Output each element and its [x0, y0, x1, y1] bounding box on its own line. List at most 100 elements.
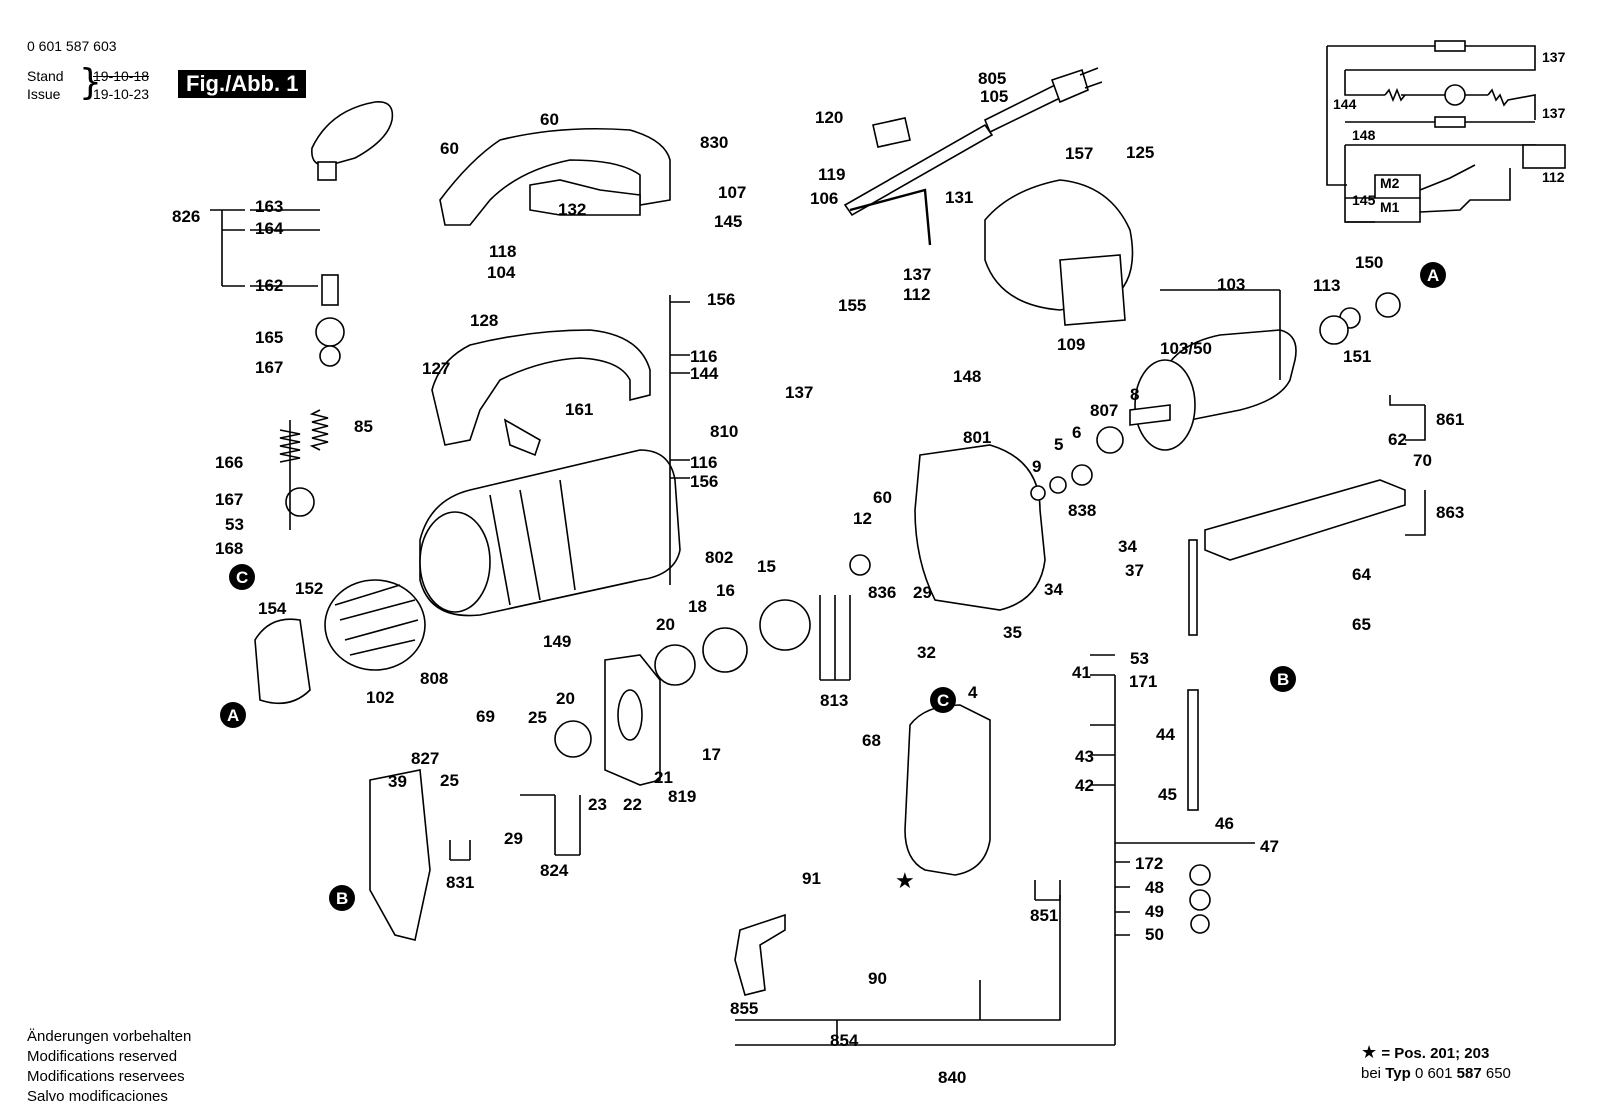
- rods: [321, 274, 1199, 811]
- issue-date: 19-10-23: [93, 86, 150, 102]
- callout-b-right: B: [1270, 666, 1296, 692]
- part-label: 44: [1156, 725, 1175, 744]
- upper-handle: [439, 127, 671, 226]
- part-label: 46: [1215, 814, 1234, 833]
- part-label: 120: [815, 108, 843, 127]
- callout-c-center: C: [930, 687, 956, 713]
- star-icon: ★: [895, 869, 915, 894]
- part-label: 4: [968, 683, 978, 702]
- part-label: 47: [1260, 837, 1279, 856]
- part-label: 168: [215, 539, 243, 558]
- part-label: 34: [1044, 580, 1063, 599]
- part-label: 16: [716, 581, 735, 600]
- type-prefix: bei: [1361, 1065, 1382, 1082]
- part-label: 807: [1090, 401, 1118, 420]
- part-label: 64: [1352, 565, 1371, 584]
- part-label: 831: [446, 873, 474, 892]
- part-label: 156: [690, 472, 718, 491]
- part-label: 34: [1118, 537, 1137, 556]
- part-label: 854: [830, 1031, 859, 1050]
- callout-a-left: A: [220, 702, 246, 728]
- document-number: 0 601 587 603: [27, 38, 117, 54]
- part-label: 156: [707, 290, 735, 309]
- part-label: 137: [785, 383, 813, 402]
- part-label: 155: [838, 296, 866, 315]
- part-label: 53: [225, 515, 244, 534]
- part-label: 48: [1145, 878, 1164, 897]
- wiring-label: 137: [1542, 49, 1566, 65]
- callout-a-top: A: [1420, 262, 1446, 288]
- part-label: 23: [588, 795, 607, 814]
- callout-c-left: C: [229, 564, 255, 590]
- wiring-labels: 137 144 137 148 145 112 M2 M1: [1333, 49, 1566, 215]
- part-label: 150: [1355, 253, 1383, 272]
- gear-housing: [914, 444, 1046, 611]
- part-label: 826: [172, 207, 200, 226]
- note-en: Modifications reserved: [27, 1048, 178, 1065]
- wiring-schematic: [1326, 40, 1566, 223]
- part-label: 149: [543, 632, 571, 651]
- part-label: 167: [255, 358, 283, 377]
- svg-text:B: B: [1277, 670, 1289, 689]
- svg-text:A: A: [1427, 266, 1439, 285]
- part-label: 21: [654, 768, 673, 787]
- part-label: 107: [718, 183, 746, 202]
- svg-text:C: C: [236, 568, 248, 587]
- part-label: 164: [255, 219, 284, 238]
- part-label: 109: [1057, 335, 1085, 354]
- part-label: 105: [980, 87, 1008, 106]
- star-legend: ★ = Pos. 201; 203 bei Typ 0 601 587 650: [1361, 1043, 1511, 1084]
- type-number-c: 650: [1485, 1065, 1511, 1082]
- part-label: 824: [540, 861, 569, 880]
- part-label: 855: [730, 999, 758, 1018]
- part-label: 152: [295, 579, 323, 598]
- handle-cap: [311, 101, 394, 181]
- part-label: 125: [1126, 143, 1154, 162]
- type-number-a: 0 601: [1414, 1065, 1453, 1082]
- wiring-m1-label: M1: [1380, 199, 1400, 215]
- part-label: 91: [802, 869, 821, 888]
- part-label: 106: [810, 189, 838, 208]
- leader-lines: [210, 209, 1426, 1046]
- part-label: 802: [705, 548, 733, 567]
- part-label: 17: [702, 745, 721, 764]
- part-label: 830: [700, 133, 728, 152]
- note-es: Salvo modificaciones: [27, 1088, 168, 1105]
- part-label: 118: [489, 242, 516, 261]
- part-label: 861: [1436, 410, 1464, 429]
- part-label: 29: [504, 829, 523, 848]
- main-motor-housing: [419, 449, 681, 617]
- note-de: Änderungen vorbehalten: [27, 1028, 192, 1045]
- part-label: 119: [818, 165, 845, 184]
- part-label: 70: [1413, 451, 1432, 470]
- part-label: 819: [668, 787, 696, 806]
- part-label: 12: [853, 509, 872, 528]
- power-cord: [843, 67, 1103, 217]
- part-label: 172: [1135, 854, 1163, 873]
- part-label: 132: [558, 200, 586, 219]
- part-label: 838: [1068, 501, 1096, 520]
- part-label: 90: [868, 969, 887, 988]
- part-label: 167: [215, 490, 243, 509]
- part-label: 85: [354, 417, 373, 436]
- wiring-label: 145: [1352, 192, 1376, 208]
- wiring-label: 112: [1542, 169, 1565, 185]
- part-label: 801: [963, 428, 991, 447]
- cord-sleeve: [849, 188, 932, 246]
- part-label: 131: [945, 188, 973, 207]
- part-label: 104: [487, 263, 516, 282]
- part-label: 166: [215, 453, 243, 472]
- part-label: 29: [913, 583, 932, 602]
- part-label: 805: [978, 69, 1006, 88]
- part-label: 144: [690, 364, 719, 383]
- part-label: 32: [917, 643, 936, 662]
- part-label: 25: [440, 771, 459, 790]
- lower-handle-housing: [431, 329, 651, 457]
- part-label: 65: [1352, 615, 1371, 634]
- legend-text: = Pos. 201; 203: [1381, 1045, 1490, 1062]
- wiring-label: 148: [1352, 127, 1376, 143]
- part-label: 161: [565, 400, 593, 419]
- part-label: 41: [1072, 663, 1091, 682]
- part-label: 42: [1075, 776, 1094, 795]
